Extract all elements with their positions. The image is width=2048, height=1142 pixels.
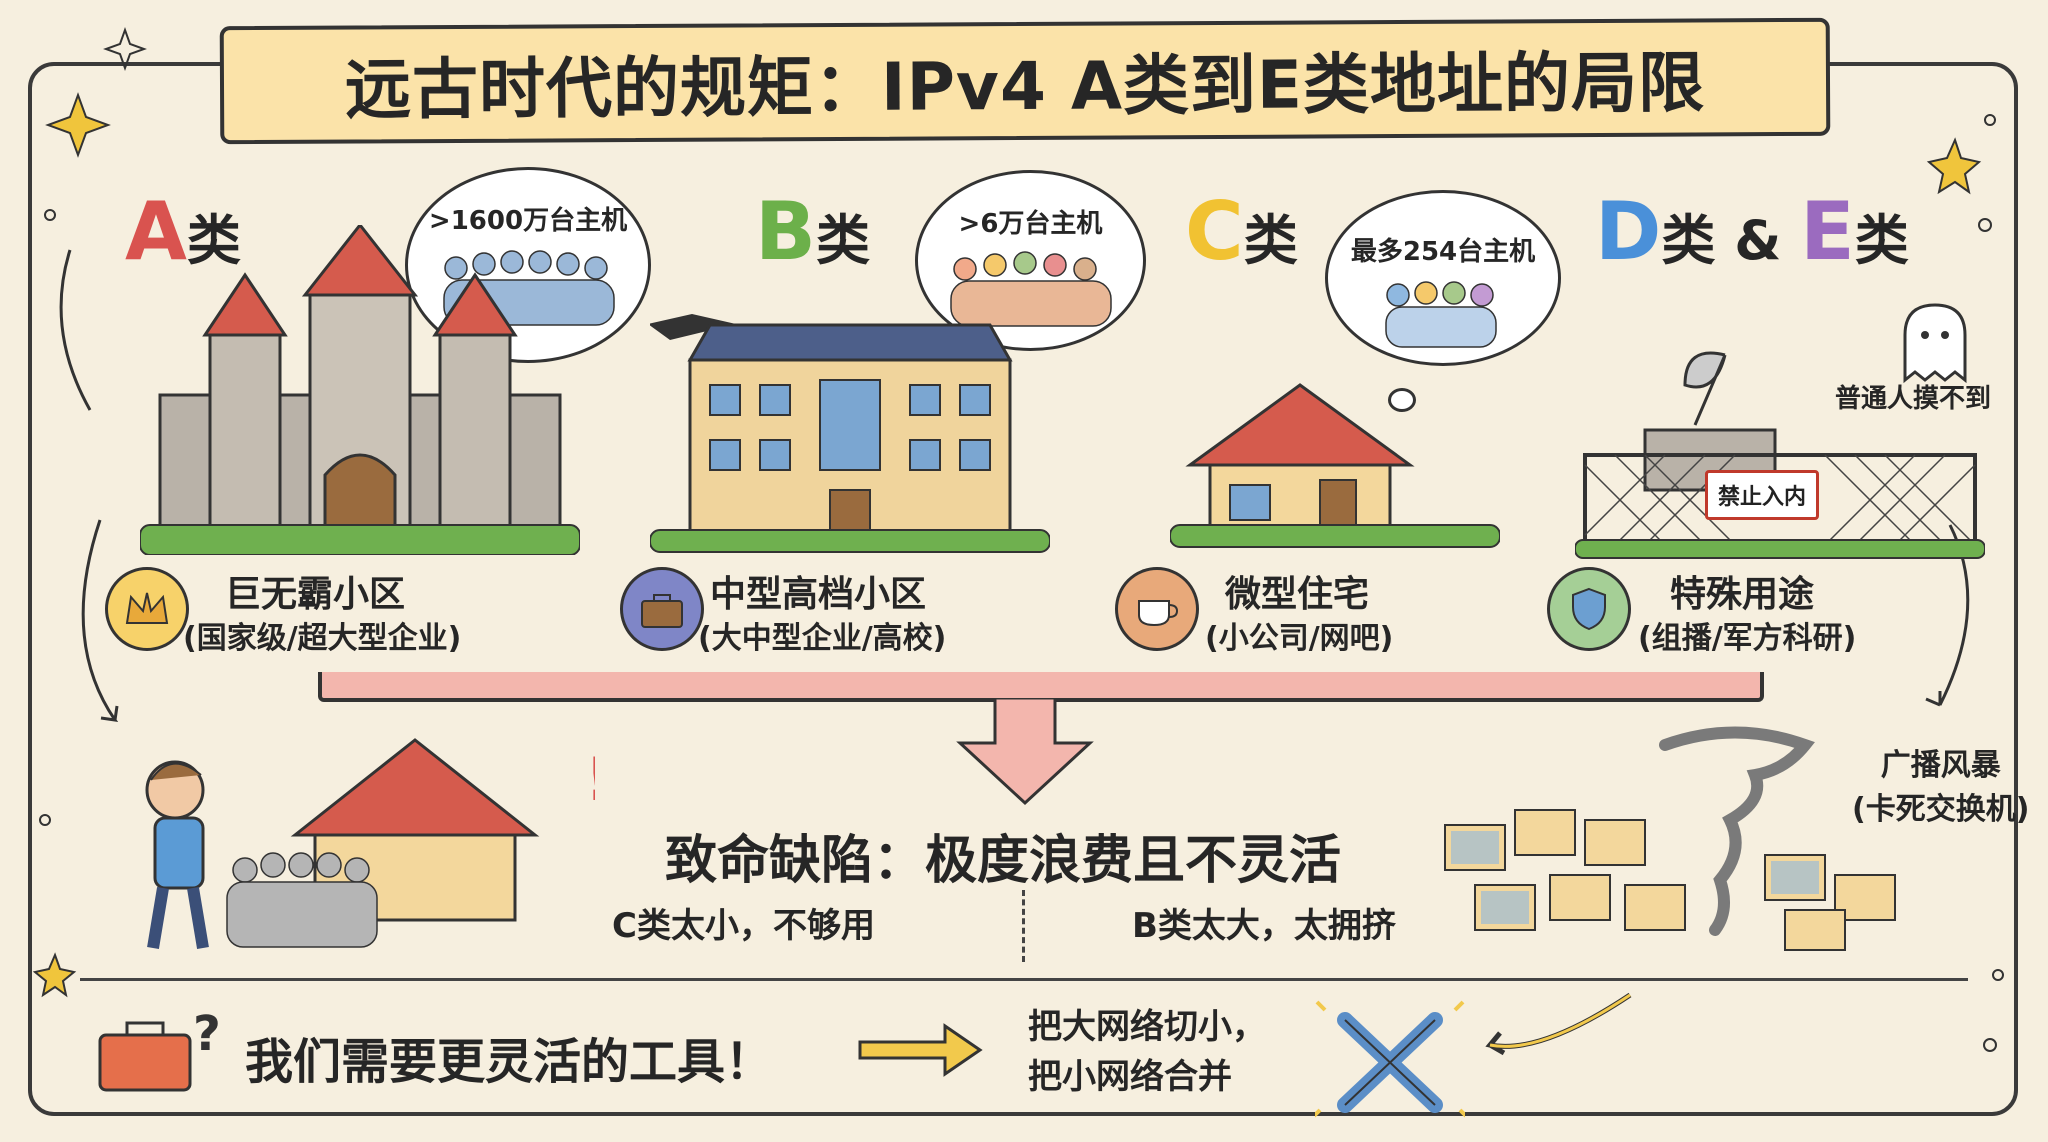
hosts-count: >1600万台主机 bbox=[428, 206, 628, 236]
b-class-too-big: B类太大，太拥挤 bbox=[1132, 906, 1396, 946]
merge-line: 把小网络合并 bbox=[1028, 1057, 1232, 1097]
class-letter-e: E bbox=[1800, 185, 1855, 278]
unreachable-note: 普通人摸不到 bbox=[1835, 384, 1992, 414]
right-arrow-icon bbox=[858, 1023, 983, 1077]
fatal-flaw-headline: 致命缺陷：极度浪费且不灵活 bbox=[665, 831, 1342, 891]
coffee-cup-icon bbox=[1115, 567, 1199, 651]
broadcast-storm-illustration bbox=[1444, 726, 1896, 951]
small-house-icon bbox=[1170, 383, 1500, 548]
star-icon bbox=[32, 92, 1982, 998]
castle-icon bbox=[140, 225, 580, 555]
divider bbox=[1022, 890, 1025, 962]
crown-icon bbox=[105, 567, 189, 651]
curve-arrow-icon bbox=[81, 519, 119, 722]
need-flexible-tools: 我们需要更灵活的工具！ bbox=[245, 1034, 774, 1090]
restricted-facility-icon bbox=[1575, 351, 1985, 559]
class-usage: (大中型企业/高校) bbox=[698, 621, 947, 656]
school-building-icon bbox=[650, 314, 1050, 553]
curve-arrow-icon bbox=[59, 249, 92, 411]
frustrated-person-icon bbox=[145, 760, 209, 949]
tornado-icon bbox=[1659, 726, 1815, 936]
section-divider bbox=[80, 978, 1968, 981]
svg-text:?: ? bbox=[193, 1006, 221, 1062]
class-c-column: C类 最多254台主机 微型住宅 (小公司/网吧) bbox=[1110, 175, 1580, 675]
class-name: 巨无霸小区 bbox=[225, 574, 406, 615]
class-usage: (组播/军方科研) bbox=[1638, 621, 1857, 656]
split-merge-note: 把大网络切小， 把小网络合并 bbox=[1028, 1002, 1266, 1102]
class-usage: (小公司/网吧) bbox=[1205, 621, 1394, 656]
satellite-dish-icon bbox=[1683, 351, 1727, 426]
class-suffix: 类 bbox=[1243, 209, 1298, 272]
class-suffix: 类 & bbox=[1661, 209, 1801, 272]
ghost-icon bbox=[1903, 303, 1967, 384]
hosts-count: 最多254台主机 bbox=[1350, 237, 1536, 267]
class-letter: A bbox=[125, 185, 187, 278]
sparkle-icon bbox=[103, 27, 147, 71]
small-crowd-icon bbox=[1385, 281, 1497, 348]
class-name: 特殊用途 bbox=[1670, 574, 1815, 615]
briefcase-icon bbox=[620, 567, 704, 651]
down-arrow-icon bbox=[956, 698, 1094, 806]
split-line: 把大网络切小， bbox=[1028, 1007, 1266, 1047]
crowd-icon bbox=[226, 852, 378, 948]
class-usage: (国家级/超大型企业) bbox=[183, 621, 462, 656]
hosts-bubble: 最多254台主机 bbox=[1325, 190, 1561, 412]
class-suffix: 类 bbox=[815, 209, 870, 272]
storm-title: 广播风暴 bbox=[1880, 748, 2001, 783]
angry-computer-icon bbox=[1444, 809, 1896, 951]
toolbox-icon: ? bbox=[98, 1006, 221, 1092]
overcrowded-house-illustration: ! bbox=[145, 738, 595, 949]
shield-icon bbox=[1547, 567, 1631, 651]
class-letter: B bbox=[755, 185, 816, 278]
c-class-too-small: C类太小，不够用 bbox=[612, 906, 875, 946]
hosts-count: >6万台主机 bbox=[958, 209, 1103, 239]
class-letter: D bbox=[1595, 185, 1662, 278]
curve-arrow-icon bbox=[1485, 992, 1632, 1056]
class-letter: C bbox=[1185, 185, 1244, 278]
storm-detail: (卡死交换机) bbox=[1852, 792, 2030, 827]
class-suffix: 类 bbox=[186, 209, 241, 272]
class-b-column: B类 >6万台主机 中型高档小区 (大中型企业/高校) bbox=[620, 170, 1146, 675]
crowd-icon bbox=[950, 251, 1112, 327]
class-suffix-e: 类 bbox=[1854, 209, 1909, 272]
broadcast-storm-label: 广播风暴 (卡死交换机) bbox=[1852, 744, 2029, 832]
class-name: 微型住宅 bbox=[1225, 574, 1370, 615]
wrench-tools-icon bbox=[1315, 1000, 1465, 1118]
class-a-column: A类 >1600万台主机 巨无霸小区 (国家级/超大型企业) bbox=[105, 167, 651, 675]
class-de-column: D类 & E类 普通人摸不到 禁止入内 特殊用途 (组播/军方科研) bbox=[1547, 175, 2020, 675]
no-entry-sign: 禁止入内 bbox=[1705, 470, 1820, 520]
class-name: 中型高档小区 bbox=[710, 574, 927, 615]
svg-text:!: ! bbox=[585, 745, 595, 815]
